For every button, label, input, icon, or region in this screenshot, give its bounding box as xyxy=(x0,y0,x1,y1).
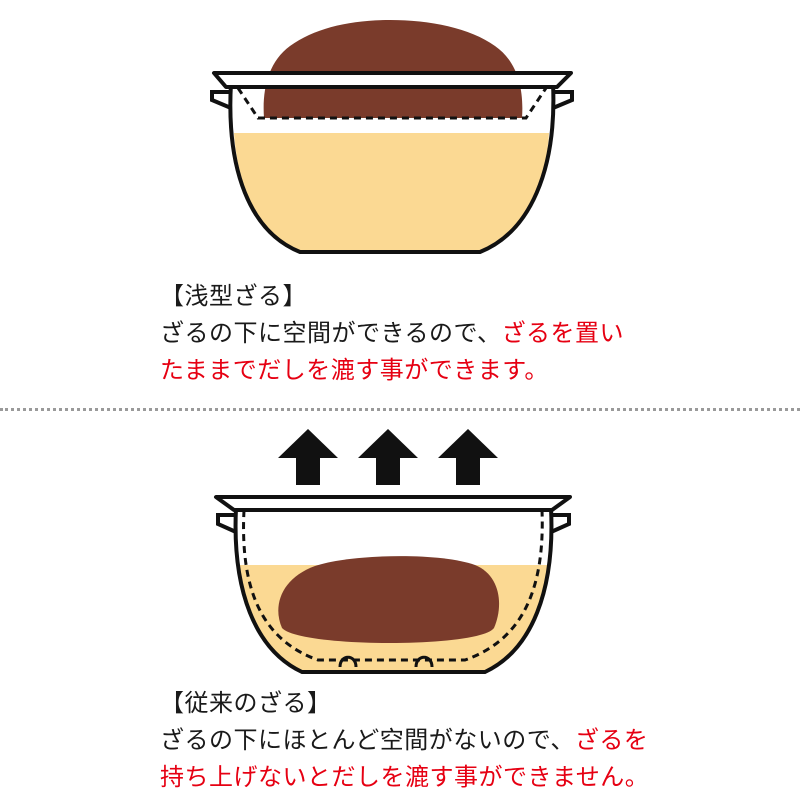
strainer-rim-bottom xyxy=(214,495,572,512)
strainer-basket-dashed-top xyxy=(236,87,548,120)
conventional-strainer-caption: 【従来のざる】 ざるの下にほとんど空間がないので、ざるを 持ち上げないとだしを漉… xyxy=(160,685,780,796)
caption-highlight-text: ざるを置い xyxy=(501,319,625,347)
caption-line-1: ざるの下にほとんど空間がないので、ざるを xyxy=(160,722,780,759)
caption-line-2: 持ち上げないとだしを漉す事ができません。 xyxy=(160,763,650,791)
up-arrows xyxy=(278,429,498,485)
caption-title: 【浅型ざる】 xyxy=(160,282,307,310)
bowl-handle-left-bottom xyxy=(216,513,237,534)
strainer-foot-left xyxy=(338,655,358,668)
caption-text: ざるの下に空間ができるので、 xyxy=(160,319,502,347)
caption-line-2: たままでだしを漉す事ができます。 xyxy=(160,356,549,384)
grounds-pile-top xyxy=(263,20,523,118)
up-arrow-icon xyxy=(358,429,418,485)
bowl-handle-right xyxy=(552,90,574,110)
broth-liquid xyxy=(234,133,549,250)
caption-line-1: ざるの下に空間ができるので、ざるを置い xyxy=(160,315,780,352)
caption-title: 【従来のざる】 xyxy=(160,689,332,717)
strainer-foot-right xyxy=(414,655,434,668)
bowl-handle-left xyxy=(210,90,232,110)
strainer-basket-dashed-bottom xyxy=(242,509,544,662)
grounds-pile-bottom xyxy=(278,556,500,643)
up-arrow-icon xyxy=(438,429,498,485)
conventional-strainer-bowl xyxy=(214,495,572,674)
caption-highlight-text: ざるを xyxy=(574,726,649,754)
bowl-outline-bottom xyxy=(233,507,554,674)
bowl-handle-right-bottom xyxy=(550,513,571,534)
up-arrow-icon xyxy=(278,429,338,485)
shallow-strainer-caption: 【浅型ざる】 ざるの下に空間ができるので、ざるを置い たままでだしを漉す事ができ… xyxy=(160,278,780,389)
shallow-strainer-bowl xyxy=(210,20,574,254)
caption-text: ざるの下にほとんど空間がないので、 xyxy=(160,726,575,754)
section-divider xyxy=(0,408,800,411)
strainer-rim-top xyxy=(212,71,573,89)
bowl-outline-top xyxy=(228,82,556,254)
